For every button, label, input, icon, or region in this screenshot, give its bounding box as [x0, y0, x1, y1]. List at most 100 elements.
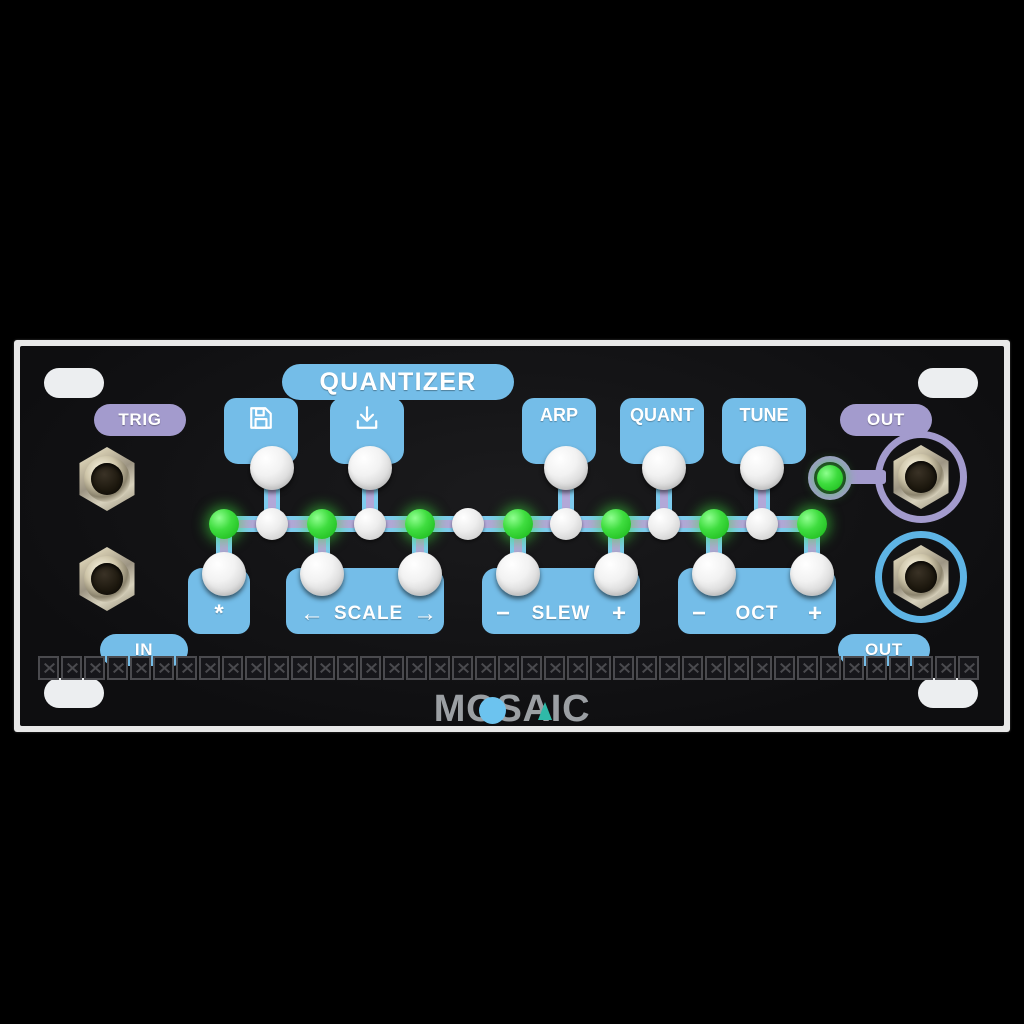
tune-knob[interactable]	[740, 446, 784, 490]
scale-left-arrow-icon[interactable]: ←	[300, 600, 324, 627]
perf-pad	[245, 656, 266, 680]
download-icon	[354, 405, 380, 436]
bus-led-2	[307, 509, 337, 539]
logo-a-triangle	[537, 702, 552, 720]
out-top-jack[interactable]	[886, 442, 956, 512]
arp-button-label: ARP	[539, 405, 578, 425]
logo-o-circle	[478, 697, 506, 724]
slew-button-label: SLEW	[531, 603, 591, 624]
slew-down-knob[interactable]	[496, 552, 540, 596]
perf-pad	[452, 656, 473, 680]
perf-pad	[38, 656, 59, 680]
bus-led-3	[405, 509, 435, 539]
trig-input-jack[interactable]	[72, 444, 142, 514]
bus-node-4	[550, 508, 582, 540]
perf-pad	[429, 656, 450, 680]
bus-node-3	[452, 508, 484, 540]
perf-pad	[751, 656, 772, 680]
arp-knob[interactable]	[544, 446, 588, 490]
quant-knob[interactable]	[642, 446, 686, 490]
slew-minus-icon[interactable]: −	[496, 600, 511, 627]
perf-pad	[84, 656, 105, 680]
out-top-jack-label: OUT	[840, 404, 932, 436]
brand-wordmark: MOSAIC	[433, 688, 591, 726]
module-panel: QUANTIZER TRIG IN OUT	[20, 346, 1004, 726]
bus-node-6	[746, 508, 778, 540]
bus-node-1	[256, 508, 288, 540]
perf-pad	[843, 656, 864, 680]
perf-pad	[935, 656, 956, 680]
bus-led-7	[797, 509, 827, 539]
perf-pad	[820, 656, 841, 680]
shift-knob[interactable]	[202, 552, 246, 596]
perf-pad	[958, 656, 979, 680]
module-title: QUANTIZER	[282, 364, 514, 400]
mounting-slot-bottom-left	[44, 678, 104, 708]
trig-jack-label: TRIG	[94, 404, 186, 436]
jack-socket-hole	[905, 561, 937, 593]
jack-socket-hole	[91, 463, 123, 495]
out-bottom-jack-ring	[875, 531, 967, 623]
perf-pad	[705, 656, 726, 680]
shift-button-label: *	[214, 600, 224, 627]
perf-pad	[153, 656, 174, 680]
perf-pad	[337, 656, 358, 680]
perf-pad	[613, 656, 634, 680]
quant-button-label: QUANT	[630, 405, 694, 425]
perf-pad	[659, 656, 680, 680]
load-knob[interactable]	[348, 446, 392, 490]
oct-button-label: OCT	[735, 603, 779, 624]
mounting-slot-top-right	[918, 368, 978, 398]
perf-pad	[866, 656, 887, 680]
perf-pad	[590, 656, 611, 680]
perf-pad	[107, 656, 128, 680]
perf-pad	[889, 656, 910, 680]
perf-pad	[268, 656, 289, 680]
perf-pad	[498, 656, 519, 680]
perf-pad	[728, 656, 749, 680]
perforated-pad-strip	[38, 654, 986, 682]
jack-socket-hole	[905, 461, 937, 493]
perf-pad	[636, 656, 657, 680]
out-bottom-jack[interactable]	[886, 542, 956, 612]
save-knob[interactable]	[250, 446, 294, 490]
bus-led-1	[209, 509, 239, 539]
scale-right-arrow-icon[interactable]: →	[413, 600, 438, 627]
scale-up-knob[interactable]	[398, 552, 442, 596]
bus-led-5	[601, 509, 631, 539]
perf-pad	[567, 656, 588, 680]
bus-node-5	[648, 508, 680, 540]
perf-pad	[797, 656, 818, 680]
perf-pad	[176, 656, 197, 680]
module-panel-frame: QUANTIZER TRIG IN OUT	[14, 340, 1010, 732]
out-status-led	[817, 465, 843, 491]
oct-plus-icon[interactable]: +	[807, 600, 822, 627]
perf-pad	[222, 656, 243, 680]
perf-pad	[314, 656, 335, 680]
brand-logo: MOSAIC	[20, 688, 1004, 726]
oct-up-knob[interactable]	[790, 552, 834, 596]
slew-up-knob[interactable]	[594, 552, 638, 596]
oct-down-knob[interactable]	[692, 552, 736, 596]
perf-pad	[774, 656, 795, 680]
oct-minus-icon[interactable]: −	[692, 600, 707, 627]
perf-pad	[360, 656, 381, 680]
perf-pad	[199, 656, 220, 680]
perf-pad	[291, 656, 312, 680]
perf-pad	[544, 656, 565, 680]
cv-input-jack[interactable]	[72, 544, 142, 614]
perf-pad	[475, 656, 496, 680]
jack-socket-hole	[91, 563, 123, 595]
bus-led-4	[503, 509, 533, 539]
slew-plus-icon[interactable]: +	[611, 600, 626, 627]
perf-pad	[61, 656, 82, 680]
perf-pad	[383, 656, 404, 680]
bus-led-6	[699, 509, 729, 539]
perf-pad	[130, 656, 151, 680]
scale-down-knob[interactable]	[300, 552, 344, 596]
perf-pad	[912, 656, 933, 680]
tune-button-label: TUNE	[739, 405, 789, 425]
bus-node-2	[354, 508, 386, 540]
save-floppy-icon	[248, 405, 274, 436]
